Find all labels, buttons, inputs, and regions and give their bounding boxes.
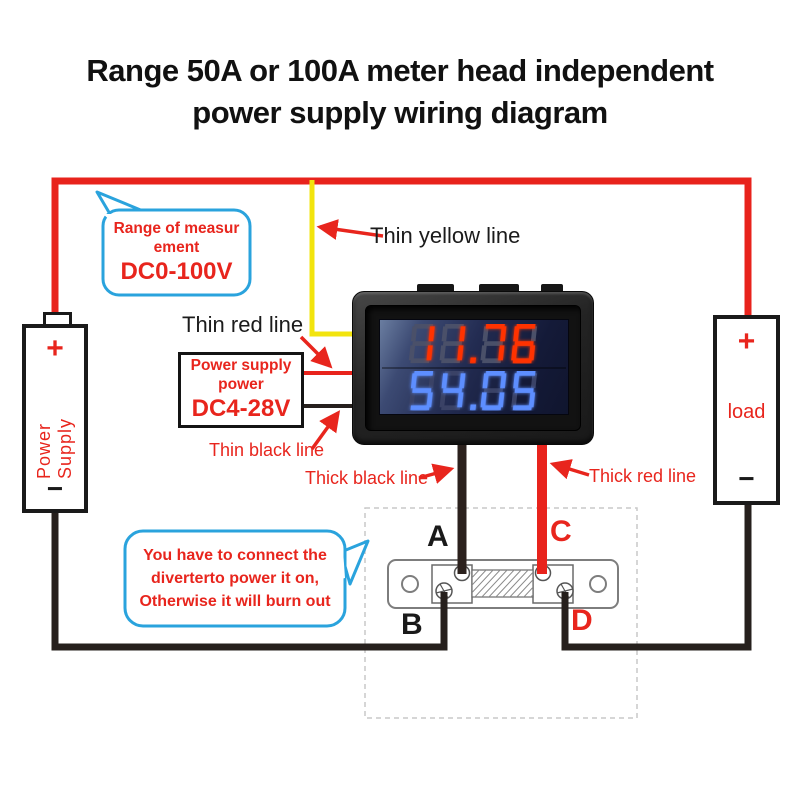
warning-line-1: You have to connect the xyxy=(143,547,327,564)
shunt-dashed-zone xyxy=(364,507,638,719)
arrow-thin-red-line xyxy=(299,335,333,369)
meter-top-display xyxy=(388,324,562,364)
power-box-line-2: power xyxy=(218,376,264,393)
meter-mount-tab-2 xyxy=(479,284,519,293)
meter-mount-tab-1 xyxy=(417,284,454,293)
arrow-thin-yellow-line xyxy=(316,219,384,240)
range-bubble-line-2: ement xyxy=(153,238,200,256)
battery-label: Power Supply xyxy=(34,417,75,479)
range-bubble-outline xyxy=(101,208,252,297)
meter-mount-tab-3 xyxy=(541,284,563,293)
terminal-label-a: A xyxy=(427,520,449,553)
warning-line-3: Otherwise it will burn out xyxy=(139,593,331,610)
power-supply-power-box: Power supply power DC4-28V xyxy=(178,352,304,428)
power-box-value: DC4-28V xyxy=(191,395,291,422)
thick-red-line-label: Thick red line xyxy=(589,466,697,486)
thin-yellow-line-label: Thin yellow line xyxy=(370,223,521,248)
load-minus-sign: − xyxy=(738,463,755,494)
terminal-label-d: D xyxy=(571,604,593,637)
warning-bubble: You have to connect the diverterto power… xyxy=(125,531,345,626)
range-bubble: Range of measur ement DC0-100V xyxy=(103,210,250,295)
title-line-1: Range 50A or 100A meter head independent xyxy=(86,53,714,88)
page-title: Range 50A or 100A meter head independent… xyxy=(0,50,800,134)
shunt-mount-hole-left xyxy=(401,575,419,593)
load-label: load xyxy=(727,400,766,423)
arrow-thin-black-line xyxy=(310,410,341,451)
warning-line-2: diverterto power it on, xyxy=(150,570,319,587)
wire-thin-yellow xyxy=(309,180,352,337)
thin-black-line-label: Thin black line xyxy=(209,440,325,460)
shunt-mount-hole-right xyxy=(589,575,607,593)
arrow-thick-black-line xyxy=(418,463,455,484)
power-supply-battery: + Power Supply − xyxy=(22,324,88,513)
battery-minus-sign: − xyxy=(46,473,64,504)
load-plus-sign: + xyxy=(737,325,756,358)
terminal-label-b: B xyxy=(401,608,423,641)
battery-plus-sign: + xyxy=(46,332,64,365)
wire-red-positive-loop xyxy=(51,177,752,316)
wire-black-battery-to-shunt-b xyxy=(51,512,448,651)
thick-black-line-label: Thick black line xyxy=(305,468,429,488)
meter-display xyxy=(379,319,569,415)
meter-head xyxy=(352,291,594,445)
arrow-thick-red-line xyxy=(549,459,590,480)
display-seam xyxy=(382,367,566,369)
range-bubble-tail-fill xyxy=(103,214,150,229)
warning-bubble-tail-fill xyxy=(336,550,345,580)
wire-black-load-to-shunt-d xyxy=(561,504,752,651)
thin-red-line-label: Thin red line xyxy=(182,312,304,337)
range-bubble-value: DC0-100V xyxy=(120,257,233,285)
terminal-label-c: C xyxy=(550,515,572,548)
title-line-2: power supply wiring diagram xyxy=(192,95,608,130)
power-box-line-1: Power supply xyxy=(190,357,292,374)
load-box: + load − xyxy=(713,315,780,505)
range-bubble-line-1: Range of measur xyxy=(113,219,240,237)
warning-bubble-outline xyxy=(123,529,347,628)
shunt-hatch-pattern xyxy=(472,570,533,597)
meter-bottom-display xyxy=(388,371,562,411)
